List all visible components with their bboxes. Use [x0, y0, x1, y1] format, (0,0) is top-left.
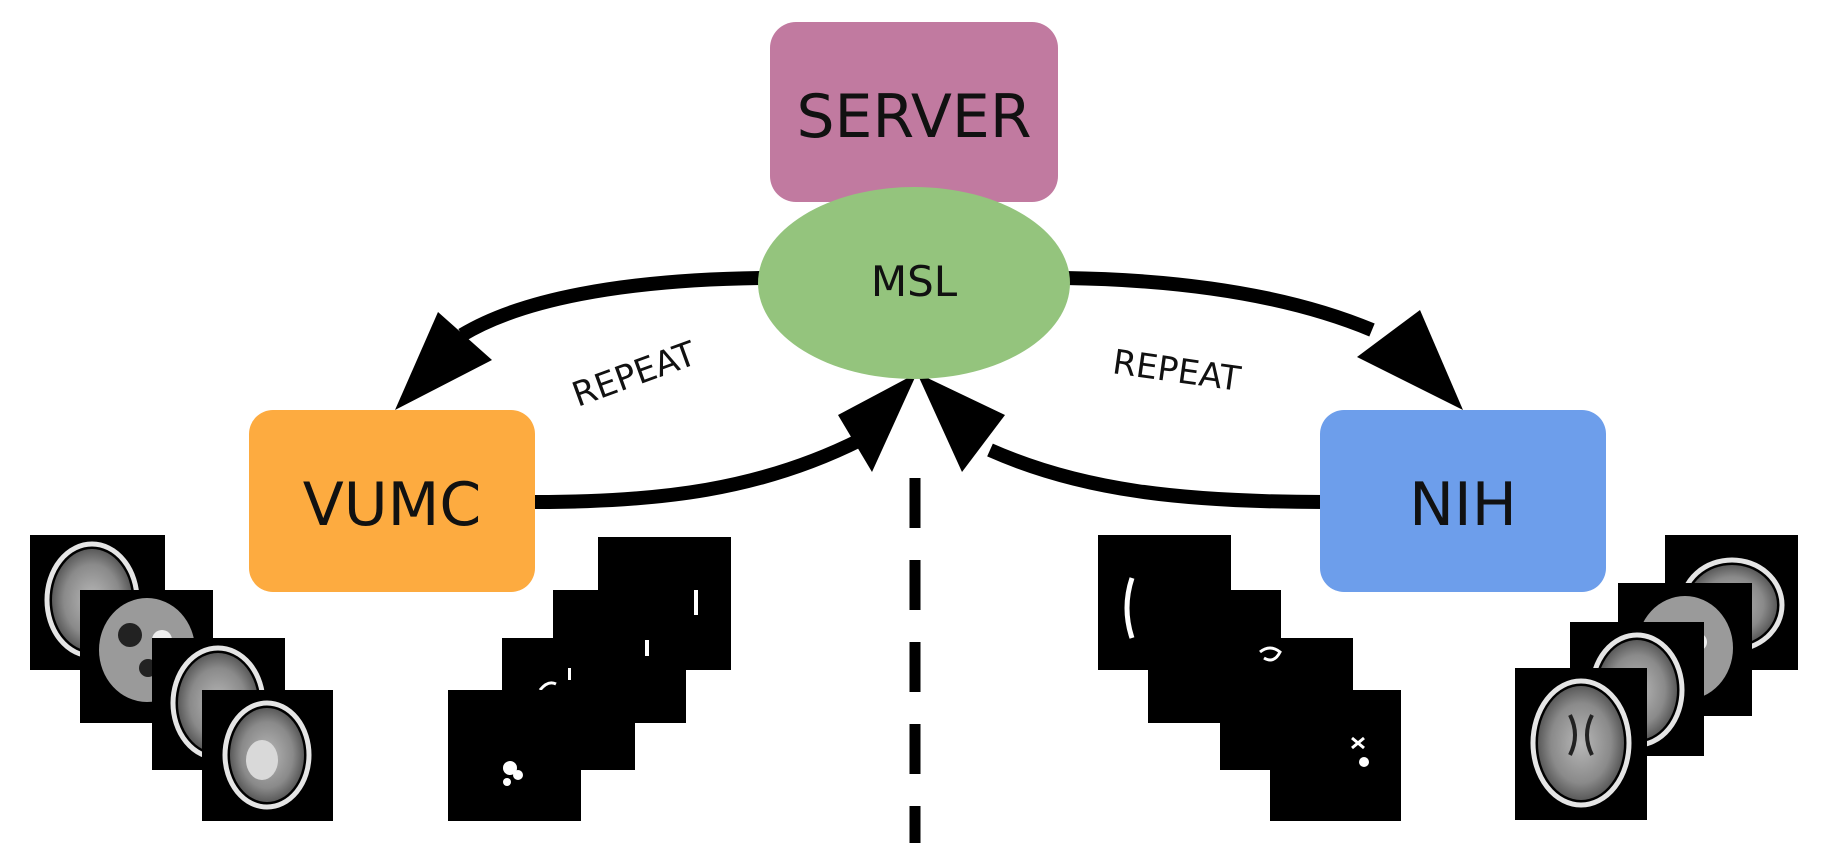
arrow-msl-to-vumc — [458, 271, 761, 341]
arrow-msl-to-nih — [1064, 271, 1375, 337]
mask-image — [1270, 690, 1401, 821]
server-label: SERVER — [796, 82, 1031, 152]
ct-scan-image — [202, 690, 333, 821]
msl-label: MSL — [871, 257, 958, 306]
vumc-ct-scan-stack — [30, 535, 333, 821]
mask-image — [448, 690, 581, 821]
msl-ellipse — [758, 187, 1070, 379]
vumc-label: VUMC — [303, 470, 482, 540]
arrow-head-nih-in — [1357, 310, 1463, 410]
arrow-head-nih-to-msl — [917, 373, 1005, 472]
arrow-head-vumc-to-msl — [838, 373, 917, 472]
server-box — [770, 22, 1058, 202]
repeat-label-left: REPEAT — [567, 334, 702, 416]
nih-ct-scan-stack — [1515, 535, 1798, 820]
arrows — [395, 271, 1463, 509]
repeat-label-right: REPEAT — [1110, 342, 1243, 400]
arrow-head-msl-to-vumc — [395, 312, 492, 410]
nih-box — [1320, 410, 1606, 592]
vumc-box — [249, 410, 535, 592]
nih-mask-stack — [1098, 535, 1401, 821]
nih-label: NIH — [1409, 470, 1517, 540]
arrow-nih-to-msl — [987, 443, 1326, 509]
arrow-vumc-to-msl — [534, 433, 864, 509]
ct-scan-image — [1515, 668, 1647, 820]
vumc-mask-stack — [448, 537, 731, 821]
